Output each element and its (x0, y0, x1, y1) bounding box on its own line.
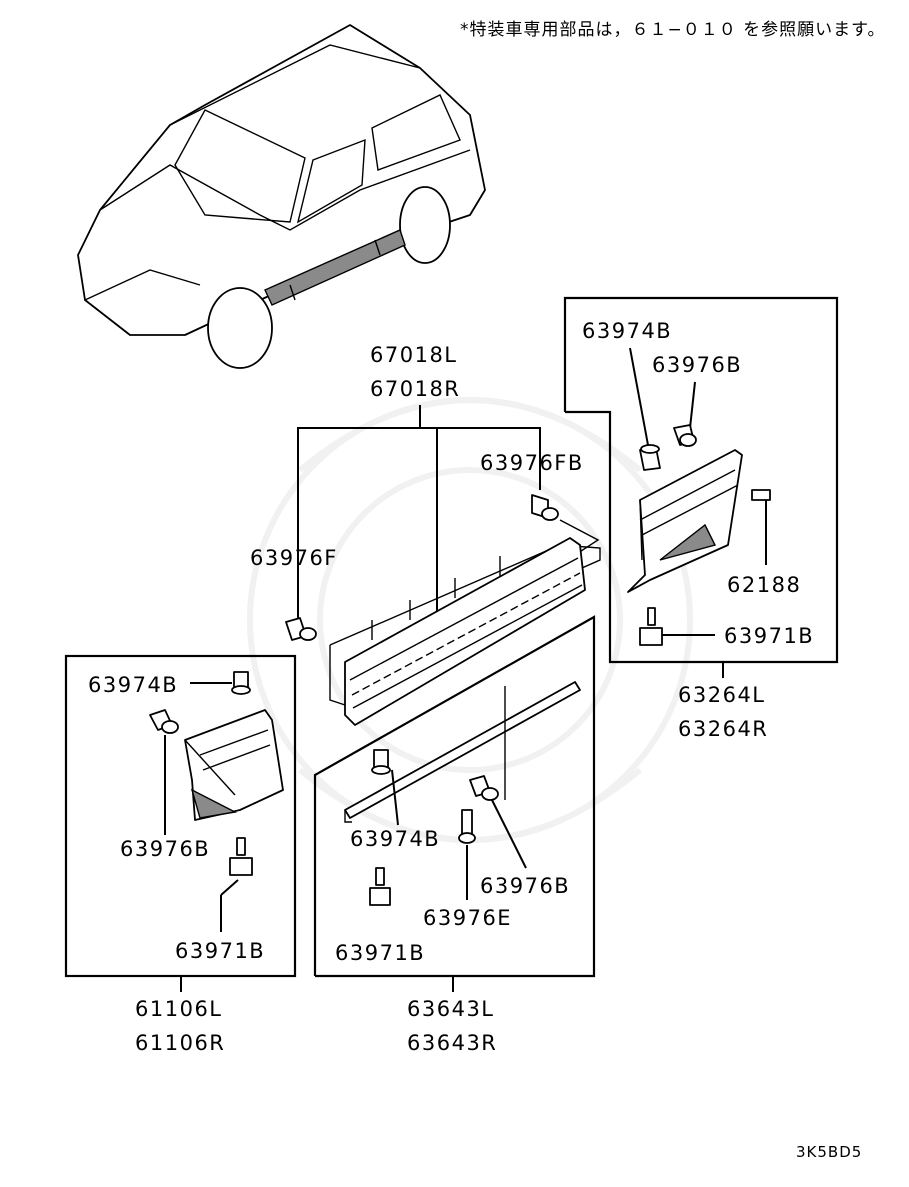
label-63976FB: 63976FB (480, 451, 584, 475)
label-63976E: 63976E (423, 906, 512, 930)
group-61106: 63974B 63976B 63971B (64, 654, 297, 978)
label-63974B-right: 63974B (582, 319, 672, 343)
label-63976B-left: 63976B (120, 837, 210, 861)
label-61106R: 61106R (135, 1031, 225, 1055)
label-63264R: 63264R (678, 717, 768, 741)
group-63643: 63974B 63976B 63976E 63971B (313, 615, 596, 978)
label-63976B-center: 63976B (480, 874, 570, 898)
label-63971B-right: 63971B (724, 624, 814, 648)
label-63976F: 63976F (250, 546, 338, 570)
label-63643L: 63643L (407, 997, 495, 1021)
label-62188: 62188 (727, 573, 801, 597)
clip-63976F (285, 617, 317, 641)
header-note: *特装車専用部品は，６１−０１０ を参照願います。 (460, 20, 885, 40)
label-63976B-right: 63976B (652, 353, 742, 377)
label-63974B-left: 63974B (88, 673, 178, 697)
label-63974B-center: 63974B (350, 827, 440, 851)
clip-63976FB (531, 494, 600, 556)
vehicle-illustration (77, 24, 486, 369)
label-67018L: 67018L (370, 343, 458, 367)
diagram-code: 3K5BD5 (796, 1143, 862, 1161)
door-moulding-67018 (329, 537, 601, 726)
group-63264: 63974B 63976B 62188 63971B (563, 296, 839, 664)
label-63971B-center: 63971B (335, 941, 425, 965)
leader-67018 (297, 405, 541, 622)
label-61106L: 61106L (135, 997, 223, 1021)
label-63643R: 63643R (407, 1031, 497, 1055)
label-63264L: 63264L (678, 683, 766, 707)
label-67018R: 67018R (370, 377, 460, 401)
label-63971B-left: 63971B (175, 939, 265, 963)
